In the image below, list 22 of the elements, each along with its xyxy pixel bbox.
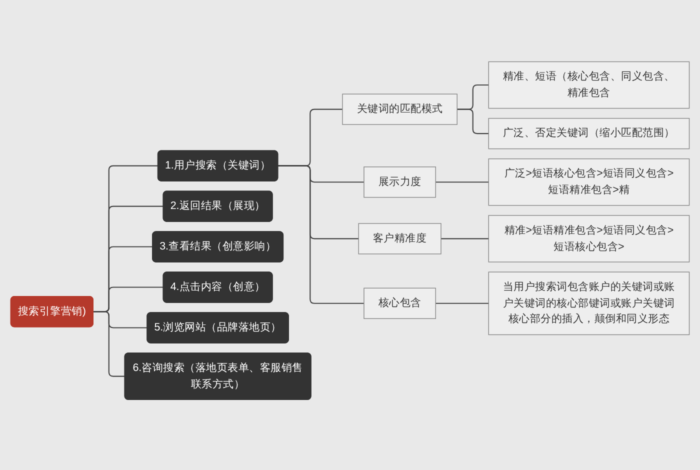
subtopic-box: 当用户搜索词包含账户的关键词或账户关键词的核心部键词或账户关键词核心部分的插入，颠倒和同义形态 <box>488 272 690 336</box>
step-box: 1.用户搜索（关键词） <box>157 150 278 182</box>
connector-line <box>436 303 489 304</box>
subtopic-box: 广泛、否定关键词（缩小匹配范围） <box>488 118 690 150</box>
step-box: 3.查看结果（创意影响） <box>152 232 284 263</box>
step-box: 4.点击内容（创意） <box>162 272 273 304</box>
subtopic-box: 广泛>短语核心包含>短语同义包含>短语精准包含>精 <box>488 158 690 206</box>
subtopic-box: 客户精准度 <box>358 223 442 255</box>
connector-line <box>278 166 364 304</box>
connector-line <box>436 182 489 183</box>
subtopic-box: 展示力度 <box>364 166 436 198</box>
connector-line <box>441 238 489 240</box>
step-box: 5.浏览网站（品牌落地页） <box>146 312 289 344</box>
step-box: 2.返回结果（展现） <box>162 191 273 222</box>
subtopic-box: 核心包含 <box>364 288 436 320</box>
connector-line <box>93 311 125 378</box>
subtopic-box: 关键词的匹配模式 <box>342 94 458 126</box>
subtopic-box: 精准、短语（核心包含、同义包含、精准包含 <box>488 62 690 109</box>
central-topic-box: 搜索引擎营销) <box>10 296 94 328</box>
subtopic-box: 精准>短语精准包含>短语同义包含>短语核心包含> <box>488 215 690 263</box>
connector-line <box>457 109 489 134</box>
step-box: 6.咨询搜索（落地页表单、客服销售联系方式） <box>124 352 312 400</box>
